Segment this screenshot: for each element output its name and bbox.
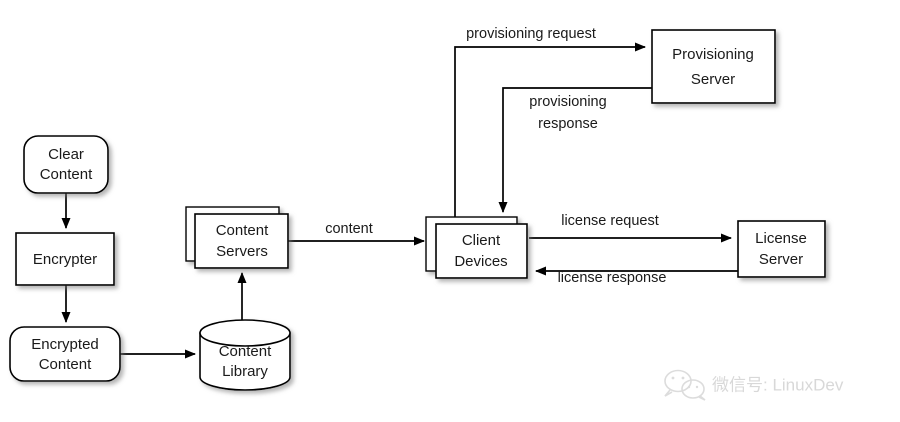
clear-content-label-line1: Clear — [48, 146, 84, 163]
content-servers-label-line1: Content — [216, 222, 269, 239]
node-provisioning-server[interactable]: Provisioning Server — [651, 29, 776, 104]
content-library-body — [199, 332, 291, 391]
edge-label-license-response: license response — [558, 270, 667, 286]
watermark-text: 微信号: LinuxDev — [712, 375, 844, 394]
provisioning-server-label-line2: Server — [691, 71, 735, 88]
clear-content-label-line2: Content — [40, 166, 93, 183]
node-encrypter[interactable]: Encrypter — [15, 232, 115, 286]
provisioning-server-shape — [651, 29, 776, 104]
node-encrypted-content[interactable]: Encrypted Content — [9, 326, 121, 382]
license-server-label-line1: License — [755, 230, 807, 247]
encrypter-shape — [15, 232, 115, 286]
content-servers-label-line2: Servers — [216, 243, 268, 260]
edge-label-provisioning-request: provisioning request — [466, 26, 596, 42]
content-servers-front-shape — [194, 213, 289, 269]
node-client-devices[interactable]: Client Devices — [425, 216, 528, 279]
edge-label-content: content — [325, 221, 373, 237]
license-server-label-line2: Server — [759, 251, 803, 268]
edge-label-license-request: license request — [561, 213, 659, 229]
node-content-servers[interactable]: Content Servers — [185, 206, 289, 269]
client-devices-label-line1: Client — [462, 232, 501, 249]
encrypted-content-label-line1: Encrypted — [31, 336, 99, 353]
edge-clients-to-provisioning — [454, 42, 646, 224]
node-license-server[interactable]: License Server — [737, 220, 826, 278]
encrypted-content-shape — [9, 326, 121, 382]
content-library-top — [199, 319, 291, 347]
edge-label-provisioning-response-line2: response — [538, 116, 598, 132]
client-devices-label-line2: Devices — [454, 253, 507, 270]
content-library-label-line1: Content — [219, 343, 272, 360]
client-devices-front-shape — [435, 223, 528, 279]
edge-label-provisioning-response-line1: provisioning — [529, 94, 606, 110]
license-server-shape — [737, 220, 826, 278]
encrypter-label: Encrypter — [33, 251, 97, 268]
node-content-library[interactable]: Content Library — [199, 319, 291, 391]
encrypted-content-label-line2: Content — [39, 356, 92, 373]
node-clear-content[interactable]: Clear Content — [23, 135, 109, 194]
provisioning-server-label-line1: Provisioning — [672, 46, 754, 63]
watermark: 微信号: LinuxDev — [664, 369, 844, 401]
clear-content-shape — [23, 135, 109, 194]
edge-provisioning-to-clients — [498, 87, 652, 213]
wechat-icon — [664, 369, 706, 401]
content-library-label-line2: Library — [222, 363, 268, 380]
